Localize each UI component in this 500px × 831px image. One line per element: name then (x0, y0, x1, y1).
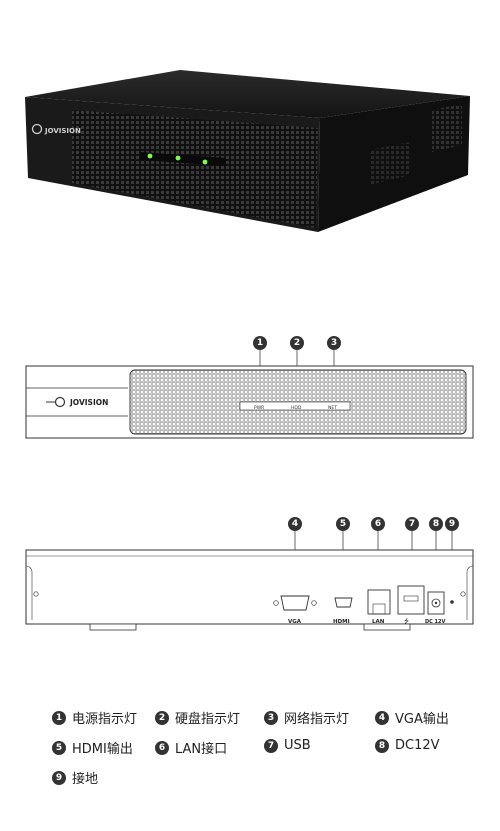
net-label: NET (328, 405, 337, 411)
legend-badge: 1 (52, 710, 66, 725)
vga-label: VGA (288, 619, 302, 625)
legend-label: 接地 (72, 772, 99, 787)
dc-label: DC 12V (425, 619, 446, 625)
indicator-bar (239, 401, 351, 411)
brand-logo-photo (31, 123, 43, 135)
legend-label: USB (284, 738, 311, 753)
front-grill (72, 110, 318, 228)
product-photo: JOVISION (25, 70, 470, 232)
legend-badge: 7 (264, 738, 278, 753)
usb-icon: ⭍ (404, 617, 409, 625)
pwr-led-photo (147, 153, 153, 159)
legend-item-3: 3 网络指示灯 (264, 708, 349, 727)
legend-item-9: 9 接地 (52, 768, 98, 787)
legend-label: VGA输出 (395, 712, 449, 727)
lan-label: LAN (372, 619, 385, 625)
legend-item-5: 5 HDMI输出 (52, 738, 133, 757)
legend-badge: 3 (264, 710, 278, 725)
legend-badge: 8 (375, 738, 389, 753)
ground-screw (450, 600, 454, 604)
net-led-photo (202, 159, 208, 165)
legend-label: HDMI输出 (72, 742, 133, 757)
lan-port (367, 589, 391, 615)
legend-item-4: 4 VGA输出 (375, 708, 449, 727)
front-panel-drawing: PWR HDD NET JOVISION (25, 350, 474, 439)
callout-9: 9 (445, 517, 459, 531)
device-top-face (25, 70, 470, 118)
callout-8: 8 (429, 517, 443, 531)
legend-item-8: 8 DC12V (375, 738, 440, 753)
legend-badge: 4 (375, 710, 389, 725)
usb-port (397, 585, 425, 615)
legend-label: DC12V (395, 738, 440, 753)
legend-item-6: 6 LAN接口 (155, 738, 227, 757)
hdd-label: HDD (291, 405, 302, 411)
legend-label: 硬盘指示灯 (175, 712, 241, 727)
legend-badge: 6 (155, 740, 169, 755)
legend-badge: 5 (52, 740, 66, 755)
brand-text-drawing: JOVISION (69, 398, 108, 407)
callout-6: 6 (371, 517, 385, 531)
legend-label: LAN接口 (175, 742, 228, 757)
callout-1: 1 (253, 336, 267, 350)
hdd-led-photo (175, 155, 181, 161)
legend-item-1: 1 电源指示灯 (52, 708, 137, 727)
callout-3: 3 (327, 336, 341, 350)
brand-text-photo: JOVISION (44, 127, 81, 135)
pwr-label: PWR (254, 405, 264, 411)
legend-badge: 9 (52, 770, 66, 785)
rear-panel-drawing: VGA HDMI LAN ⭍ DC 12V (25, 530, 474, 631)
callout-7: 7 (405, 517, 419, 531)
hdmi-port (334, 597, 353, 608)
rear-chassis (25, 549, 474, 625)
callout-2: 2 (290, 336, 304, 350)
legend-label: 网络指示灯 (284, 712, 350, 727)
legend-badge: 2 (155, 710, 169, 725)
callout-5: 5 (336, 517, 350, 531)
legend-item-2: 2 硬盘指示灯 (155, 708, 240, 727)
callout-4: 4 (288, 517, 302, 531)
legend-item-7: 7 USB (264, 738, 311, 753)
vga-port (280, 595, 310, 611)
legend-label: 电源指示灯 (72, 712, 138, 727)
hdmi-label: HDMI (333, 619, 350, 625)
